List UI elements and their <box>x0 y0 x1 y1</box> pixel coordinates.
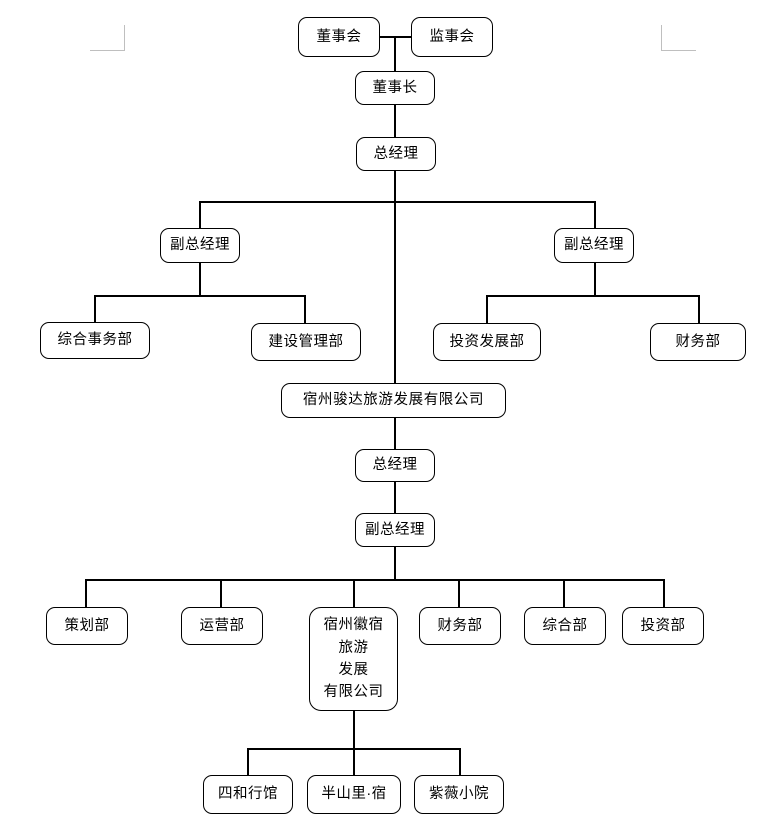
connector-bar-to-comprehensive <box>563 579 565 607</box>
connector-deputy2-drop <box>394 547 396 580</box>
connector-bar-to-investment-dev <box>486 295 488 323</box>
node-subsidiary-junda[interactable]: 宿州骏达旅游发展有限公司 <box>281 383 506 418</box>
node-finance-dept-1[interactable]: 财务部 <box>650 323 746 361</box>
connector-gm1-spine <box>394 170 396 383</box>
node-general-manager-2[interactable]: 总经理 <box>355 449 435 482</box>
node-board-of-directors[interactable]: 董事会 <box>298 17 380 57</box>
connector-bar-to-huisu <box>353 579 355 607</box>
page-margin-mark-top-right <box>660 25 696 51</box>
node-deputy-gm-left[interactable]: 副总经理 <box>160 228 240 263</box>
node-general-manager-1[interactable]: 总经理 <box>356 137 436 171</box>
connector-bar-to-banshanli <box>353 748 355 776</box>
node-deputy-gm-2[interactable]: 副总经理 <box>355 513 435 547</box>
node-investment-dev-dept[interactable]: 投资发展部 <box>433 323 541 361</box>
node-comprehensive-dept[interactable]: 综合部 <box>524 607 606 645</box>
node-finance-dept-2[interactable]: 财务部 <box>419 607 501 645</box>
connector-right-dept-bar <box>486 295 700 297</box>
connector-bar-to-sihe <box>247 748 249 776</box>
node-banshanli-su[interactable]: 半山里·宿 <box>307 775 401 814</box>
connector-bar-to-finance-1 <box>698 295 700 323</box>
connector-bar-to-deputy-right <box>594 201 596 228</box>
node-operations-dept[interactable]: 运营部 <box>181 607 263 645</box>
connector-bar-to-planning <box>85 579 87 607</box>
node-board-of-supervisors[interactable]: 监事会 <box>411 17 493 57</box>
node-investment-dept[interactable]: 投资部 <box>622 607 704 645</box>
connector-bar-to-deputy-left <box>199 201 201 228</box>
huisu-line-3: 发展 <box>338 662 369 678</box>
connector-left-dept-bar <box>94 295 306 297</box>
connector-bar-to-finance-2 <box>458 579 460 607</box>
connector-chairman-drop <box>394 36 396 72</box>
connector-deputy-gm-bar <box>199 201 596 203</box>
node-planning-dept[interactable]: 策划部 <box>46 607 128 645</box>
connector-gm2-to-deputy2 <box>394 482 396 513</box>
connector-six-dept-bar <box>85 579 665 581</box>
node-general-affairs-dept[interactable]: 综合事务部 <box>40 322 150 359</box>
connector-huisu-drop <box>353 710 355 750</box>
page-margin-mark-top-left <box>90 25 126 51</box>
huisu-line-1: 宿州徽宿 <box>323 617 384 634</box>
node-deputy-gm-right[interactable]: 副总经理 <box>554 228 634 263</box>
node-construction-mgmt-dept[interactable]: 建设管理部 <box>251 323 361 361</box>
huisu-line-2: 旅游 <box>338 639 369 656</box>
connector-bar-to-general-affairs <box>94 295 96 323</box>
connector-bar-to-operations <box>220 579 222 607</box>
huisu-line-4: 有限公司 <box>323 684 384 701</box>
node-ziwei-courtyard[interactable]: 紫薇小院 <box>414 775 504 814</box>
node-subsidiary-huisu[interactable]: 宿州徽宿 旅游 发展 有限公司 <box>309 607 398 711</box>
connector-bar-to-investment <box>663 579 665 607</box>
connector-deputy-right-drop <box>594 262 596 296</box>
connector-bar-to-construction-mgmt <box>304 295 306 323</box>
connector-bar-to-ziwei <box>459 748 461 776</box>
connector-chairman-to-gm1 <box>394 104 396 138</box>
node-sihe-hall[interactable]: 四和行馆 <box>203 775 293 814</box>
connector-deputy-left-drop <box>199 262 201 296</box>
connector-junda-to-gm2 <box>394 418 396 449</box>
node-chairman[interactable]: 董事长 <box>355 71 435 105</box>
